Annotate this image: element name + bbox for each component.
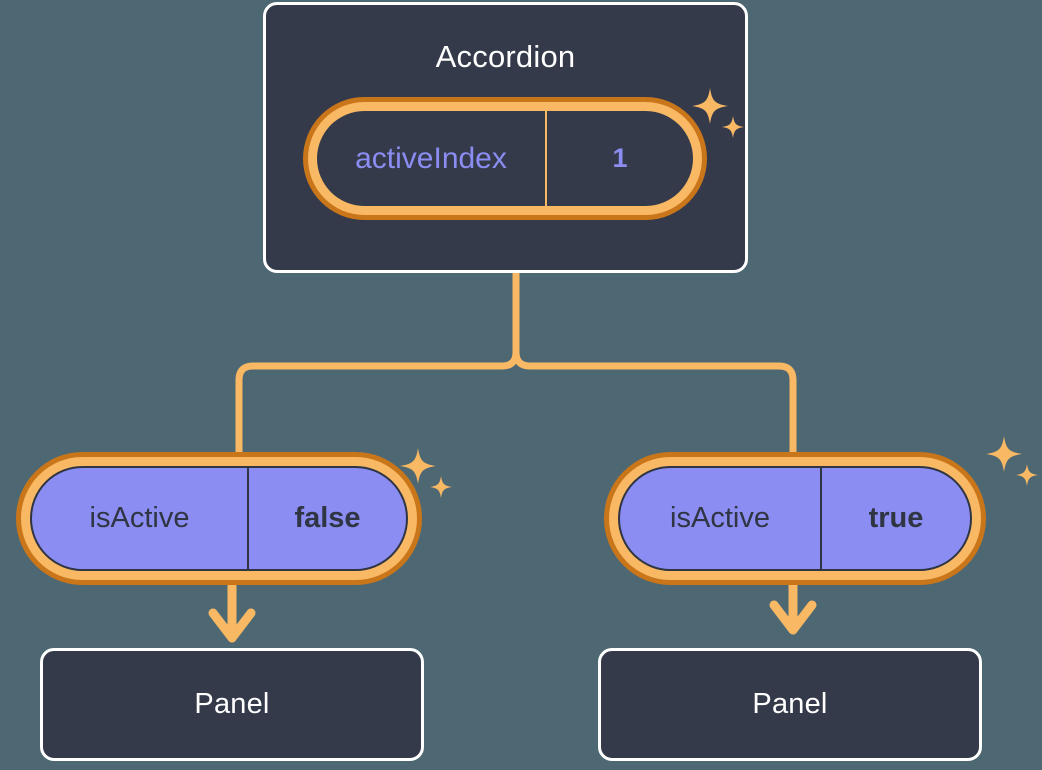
connector-trunk [512, 269, 797, 467]
component-title: Panel [752, 688, 828, 720]
state-key-label: isActive [670, 502, 770, 534]
connector-branch-left [235, 348, 520, 467]
component-title: Accordion [435, 39, 576, 74]
state-value-label: true [820, 468, 970, 569]
state-pill-is-active-false[interactable]: isActive false [16, 452, 422, 585]
arrow-down-icon-left [208, 578, 256, 643]
state-key-label: isActive [89, 502, 190, 534]
sparkles-icon-right [986, 436, 1038, 486]
state-key-label: activeIndex [355, 141, 507, 175]
state-value-label: false [247, 468, 406, 569]
state-pill-active-index[interactable]: activeIndex 1 [303, 97, 707, 220]
component-card-panel-right[interactable]: Panel [598, 648, 982, 761]
pill-ring-inner: activeIndex 1 [308, 102, 702, 215]
pill-ring-inner: isActive false [21, 457, 417, 580]
component-title: Panel [194, 688, 270, 720]
state-value-label: 1 [545, 111, 693, 206]
state-pill-is-active-true[interactable]: isActive true [604, 452, 986, 585]
pill-body: activeIndex 1 [317, 111, 693, 206]
pill-body: isActive true [618, 466, 972, 571]
pill-body: isActive false [30, 466, 408, 571]
pill-ring-inner: isActive true [609, 457, 981, 580]
component-card-panel-left[interactable]: Panel [40, 648, 424, 761]
